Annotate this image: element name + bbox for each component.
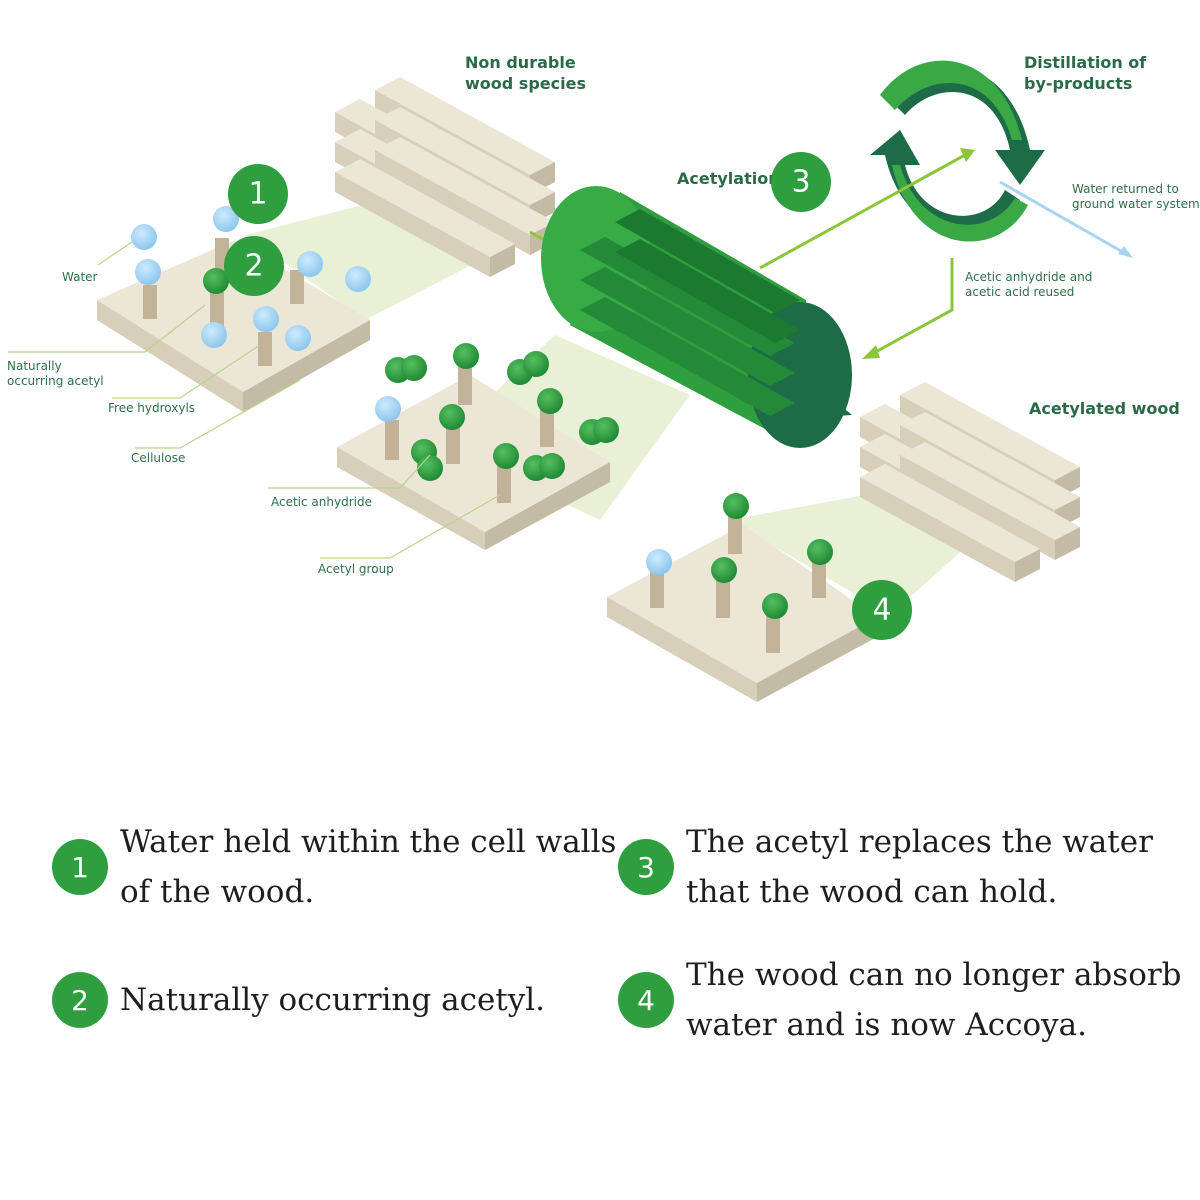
label-acetylated-wood: Acetylated wood	[1029, 399, 1180, 418]
legend-text-1-line2: of the wood.	[120, 874, 315, 910]
platform-treatment	[337, 343, 619, 550]
badge-1-number: 1	[248, 177, 267, 212]
label-acetylation: Acetylation	[677, 169, 780, 188]
badge-4-number: 4	[872, 593, 891, 628]
label-acetic-anhydride: Acetic anhydride	[271, 495, 372, 509]
recycle-arrows-icon	[870, 60, 1045, 242]
legend-text-4: The wood can no longer absorb water and …	[686, 950, 1182, 1050]
badge-2: 2	[224, 236, 284, 296]
platform-acetylated	[607, 493, 877, 702]
label-non-durable-2: wood species	[465, 74, 586, 93]
label-acetic-reused-1: Acetic anhydride and	[965, 270, 1092, 284]
badge-4: 4	[852, 580, 912, 640]
legend-badge-3: 3	[618, 839, 674, 895]
platform-untreated	[97, 206, 371, 412]
badge-1: 1	[228, 164, 288, 224]
acetylation-diagram: Non durable wood species Distillation of…	[7, 53, 1200, 702]
label-distillation-2: by-products	[1024, 74, 1132, 93]
label-water-returned-2: ground water system	[1072, 197, 1200, 211]
legend-badge-2: 2	[52, 972, 108, 1028]
raw-wood-stack	[335, 77, 555, 277]
legend-item-2: 2 Naturally occurring acetyl.	[52, 972, 545, 1028]
label-free-hydroxyls: Free hydroxyls	[108, 401, 195, 415]
label-naturally-2: occurring acetyl	[7, 374, 104, 388]
legend-text-1-line1: Water held within the cell walls	[120, 824, 617, 860]
legend-item-3: 3 The acetyl replaces the water that the…	[618, 817, 1153, 917]
legend-text-4-line1: The wood can no longer absorb	[686, 957, 1182, 993]
legend-text-4-line2: water and is now Accoya.	[686, 1007, 1087, 1043]
badge-3: 3	[771, 152, 831, 212]
label-naturally-1: Naturally	[7, 359, 62, 373]
badge-2-number: 2	[244, 249, 263, 284]
label-acetic-reused-2: acetic acid reused	[965, 285, 1074, 299]
legend-badge-4: 4	[618, 972, 674, 1028]
legend-item-1: 1 Water held within the cell walls of th…	[52, 817, 616, 917]
legend-text-3: The acetyl replaces the water that the w…	[686, 817, 1153, 917]
legend-text-3-line1: The acetyl replaces the water	[686, 824, 1153, 860]
acetylated-wood-stack	[860, 382, 1080, 582]
label-distillation-1: Distillation of	[1024, 53, 1147, 72]
label-non-durable-1: Non durable	[465, 53, 576, 72]
badge-3-number: 3	[791, 165, 810, 200]
label-cellulose: Cellulose	[131, 451, 185, 465]
leader-lines	[8, 241, 501, 559]
label-acetyl-group: Acetyl group	[318, 562, 394, 576]
label-water-returned-1: Water returned to	[1072, 182, 1179, 196]
legend-badge-1: 1	[52, 839, 108, 895]
legend-text-3-line2: that the wood can hold.	[686, 874, 1058, 910]
label-water: Water	[62, 270, 98, 284]
acetylation-reactor	[541, 186, 852, 448]
legend-text-1: Water held within the cell walls of the …	[120, 817, 616, 917]
legend-text-2: Naturally occurring acetyl.	[120, 975, 545, 1025]
legend-text-2-line1: Naturally occurring acetyl.	[120, 982, 546, 1018]
legend-item-4: 4 The wood can no longer absorb water an…	[618, 950, 1182, 1050]
